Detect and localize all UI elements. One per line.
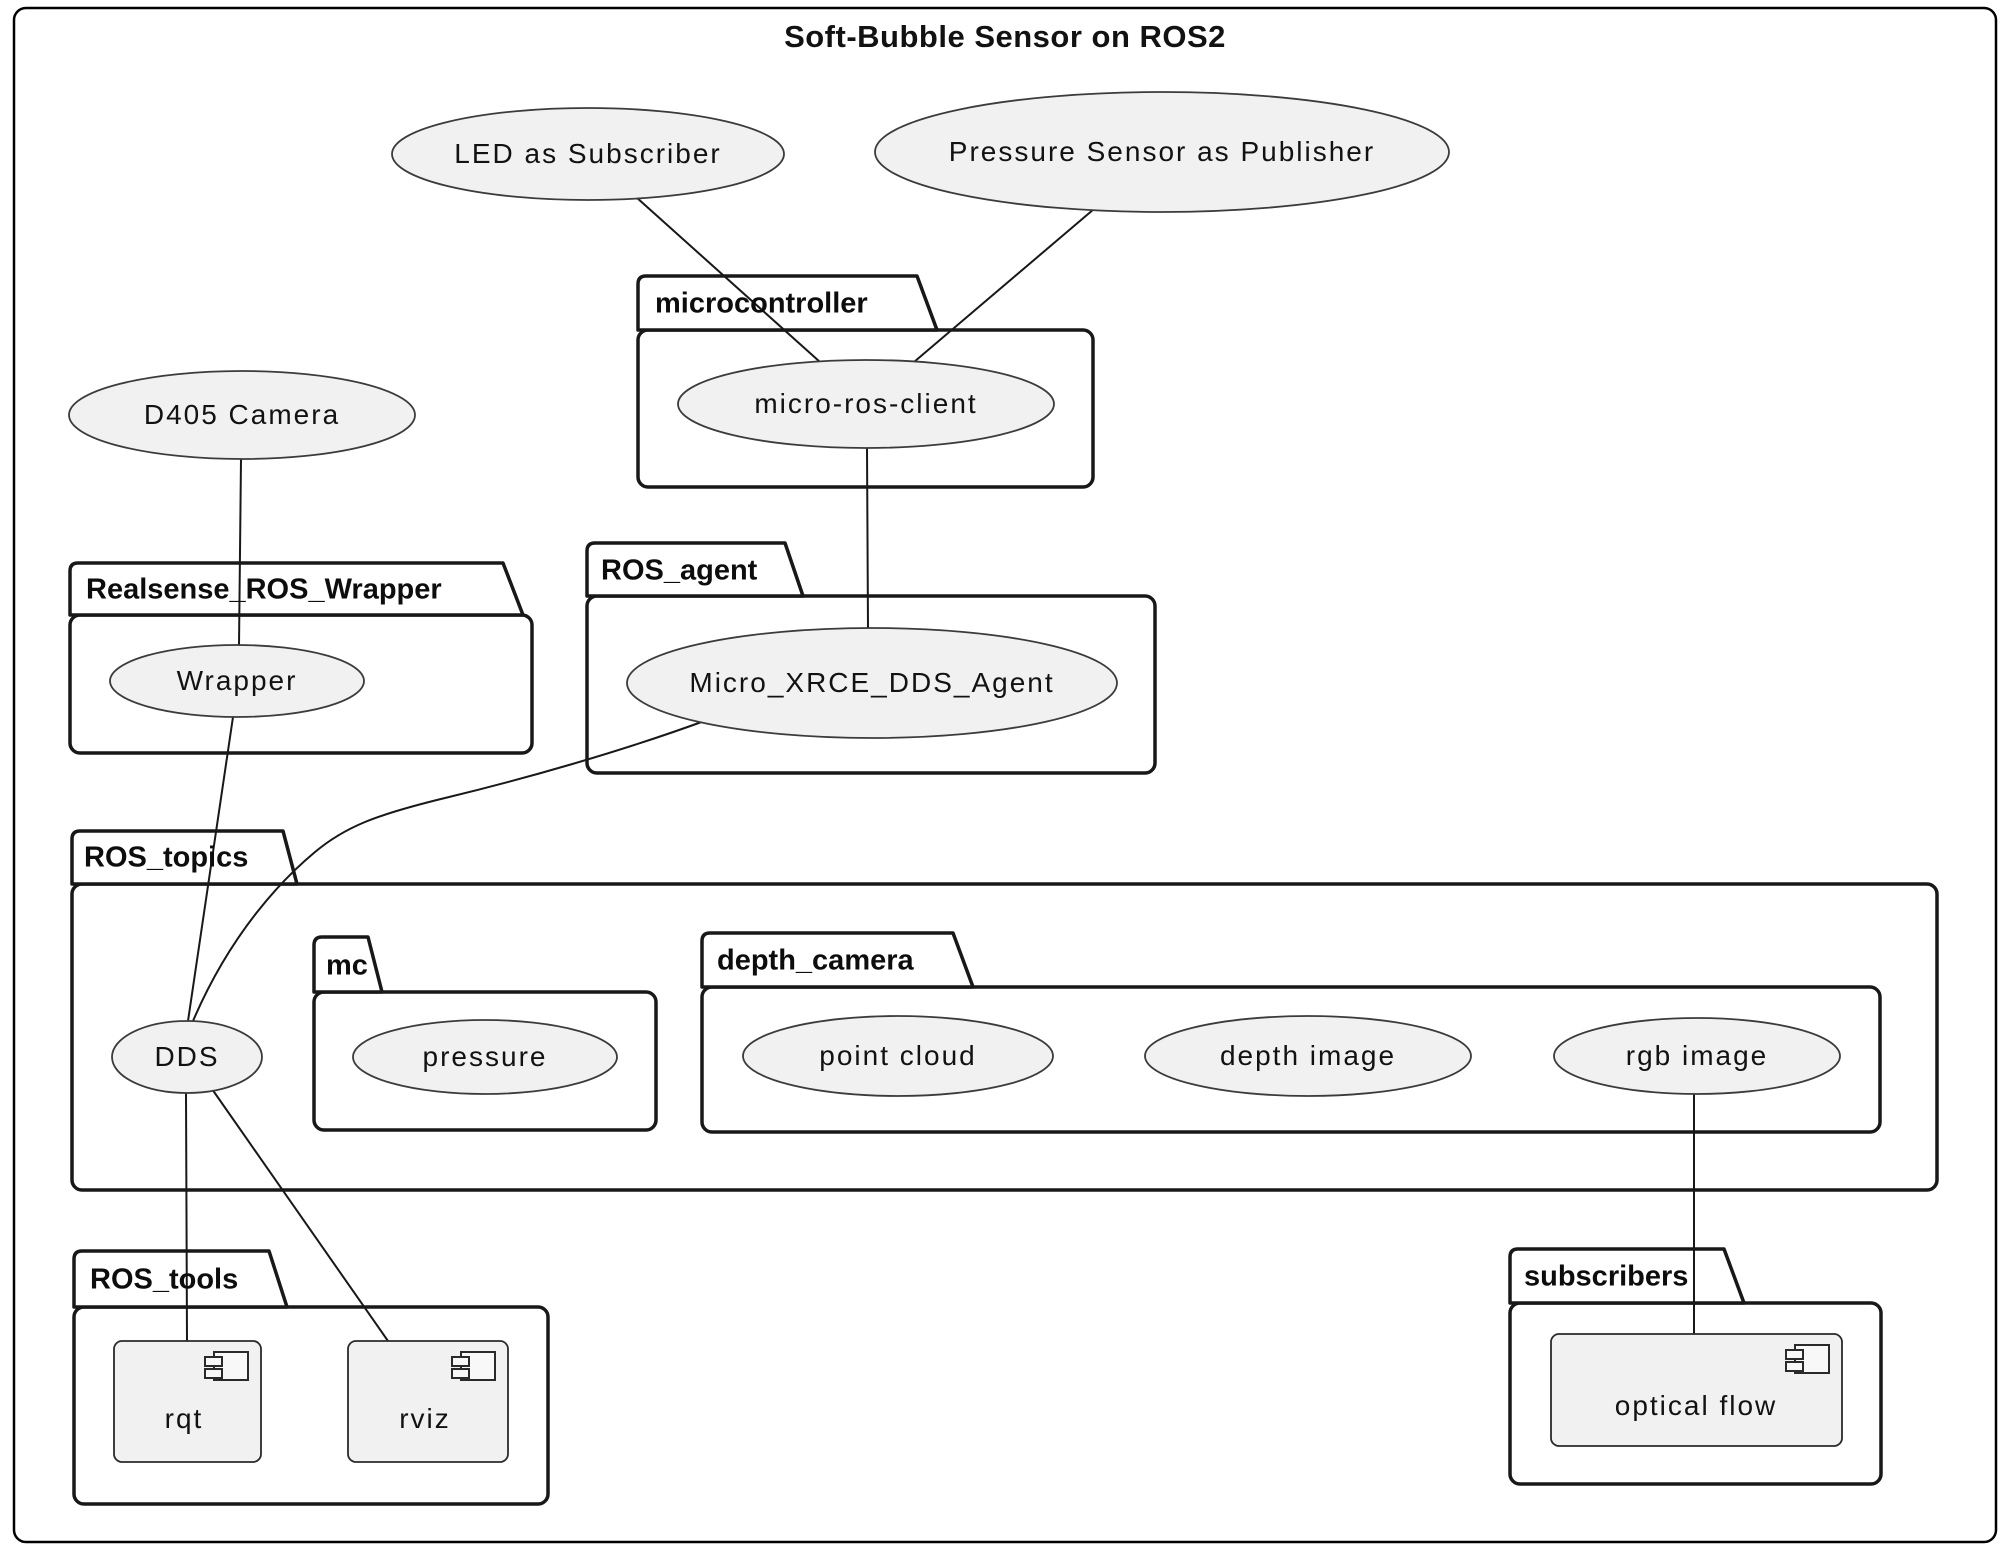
node-rgb-image-ellipse [1553,1017,1841,1095]
node-label-micro-xrce-dds-agent: Micro_XRCE_DDS_Agent [689,667,1055,698]
package-label-realsense-ros-wrapper: Realsense_ROS_Wrapper [86,573,442,606]
component-label-rviz: rviz [399,1403,451,1434]
node-label-led: LED as Subscriber [454,138,722,169]
node-label-pressure-topic: pressure [422,1041,548,1072]
node-micro-ros-client-ellipse [677,359,1055,449]
node-label-d405-camera: D405 Camera [143,399,341,430]
edge-pressure-sensor-to-micro-ros-client [913,208,1095,363]
edge-d405-to-wrapper [238,458,242,647]
node-label-micro-ros-client: micro-ros-client [754,388,978,419]
component-label-rqt: rqt [164,1403,204,1434]
package-label-microcontroller: microcontroller [655,287,868,320]
component-optical-flow-box [1550,1333,1843,1447]
edge-agent-to-dds [192,719,708,1022]
diagram-frame [12,6,1998,1544]
node-label-pressure-sensor: Pressure Sensor as Publisher [948,136,1376,167]
edge-dds-to-rviz [211,1088,389,1342]
component-icon [1785,1344,1830,1374]
package-label-ros-topics: ROS_topics [84,841,249,874]
edge-wrapper-to-dds [187,716,234,1022]
node-depth-image-ellipse [1144,1015,1472,1097]
package-label-ros-tools: ROS_tools [90,1263,239,1296]
node-wrapper-ellipse [109,644,365,718]
node-micro-xrce-dds-agent-ellipse [626,627,1118,739]
component-label-optical-flow: optical flow [1614,1390,1778,1421]
node-label-rgb-image: rgb image [1625,1040,1769,1071]
package-label-ros-agent: ROS_agent [601,554,758,587]
node-label-point-cloud: point cloud [819,1040,977,1071]
node-label-dds: DDS [154,1041,220,1072]
node-led-ellipse [391,107,785,201]
component-icon [451,1351,496,1381]
edges [185,196,1695,1342]
node-pressure-topic-ellipse [352,1019,618,1095]
node-dds-ellipse [111,1020,263,1094]
package-label-depth-camera: depth_camera [717,944,914,977]
package-label-mc: mc [326,949,368,982]
diagram-title: Soft-Bubble Sensor on ROS2 [784,19,1226,54]
node-label-wrapper: Wrapper [176,665,298,696]
node-pressure-sensor-ellipse [874,91,1450,213]
edge-micro-ros-client-to-agent [866,447,869,629]
node-point-cloud-ellipse [742,1015,1054,1097]
node-label-depth-image: depth image [1219,1040,1397,1071]
edge-led-to-micro-ros-client [635,196,821,363]
node-d405-camera-ellipse [68,370,416,460]
component-icon [204,1351,249,1381]
edge-dds-to-rqt [185,1092,188,1342]
package-label-subscribers: subscribers [1524,1260,1689,1293]
